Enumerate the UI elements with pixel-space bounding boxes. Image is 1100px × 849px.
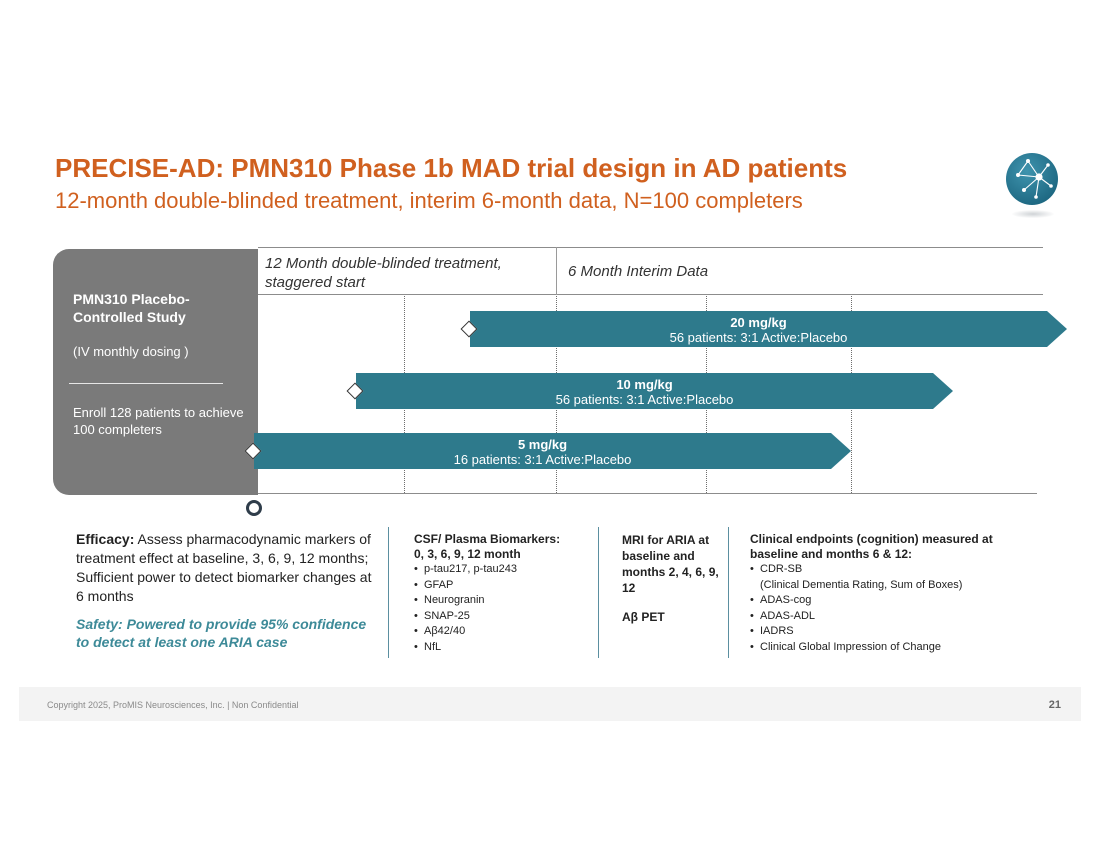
list-item: Aβ42/40 <box>414 624 589 640</box>
phase-divider <box>556 247 557 295</box>
safety-text: Safety: Powered to provide 95% confidenc… <box>76 616 367 650</box>
arm-20mg-dose: 20 mg/kg <box>730 315 787 330</box>
clinical-list: CDR-SB (Clinical Dementia Rating, Sum of… <box>750 562 1040 655</box>
biomarkers-section: CSF/ Plasma Biomarkers: 0, 3, 6, 9, 12 m… <box>414 532 589 655</box>
list-item: p-tau217, p-tau243 <box>414 562 589 578</box>
efficacy-text: Efficacy: Assess pharmacodynamic markers… <box>76 530 372 606</box>
timeline-start-marker <box>246 500 262 516</box>
list-item: GFAP <box>414 578 589 594</box>
arm-5mg-bar: 5 mg/kg 16 patients: 3:1 Active:Placebo <box>254 433 851 469</box>
list-item: ADAS-ADL <box>750 609 1040 625</box>
biomarkers-timing: 0, 3, 6, 9, 12 month <box>414 547 521 561</box>
arm-20mg-bar: 20 mg/kg 56 patients: 3:1 Active:Placebo <box>470 311 1067 347</box>
mri-heading: MRI for ARIA at baseline and months 2, 4… <box>622 533 719 595</box>
efficacy-description: Assess pharmacodynamic markers of treatm… <box>76 531 372 604</box>
list-item: ADAS-cog <box>750 593 1040 609</box>
list-item: CDR-SB <box>750 562 1040 578</box>
study-dosing: (IV monthly dosing ) <box>73 344 189 359</box>
arm-10mg-patients: 56 patients: 3:1 Active:Placebo <box>555 392 734 407</box>
clinical-heading: Clinical endpoints (cognition) measured … <box>750 532 993 561</box>
arm-10mg-bar: 10 mg/kg 56 patients: 3:1 Active:Placebo <box>356 373 953 409</box>
copyright-text: Copyright 2025, ProMIS Neurosciences, In… <box>47 700 299 710</box>
page-subtitle: 12-month double-blinded treatment, inter… <box>55 188 803 213</box>
arm-10mg-dose: 10 mg/kg <box>616 377 673 392</box>
arm-5mg-patients: 16 patients: 3:1 Active:Placebo <box>453 452 632 467</box>
page-number: 21 <box>1048 699 1061 711</box>
column-divider-1 <box>388 527 389 658</box>
logo-shadow <box>1012 210 1054 218</box>
biomarkers-heading: CSF/ Plasma Biomarkers: <box>414 532 561 546</box>
timeline-top-line <box>258 247 1043 248</box>
footer: Copyright 2025, ProMIS Neurosciences, In… <box>19 687 1081 721</box>
timeline-bottom-line <box>258 493 1037 494</box>
list-item: Clinical Global Impression of Change <box>750 640 1040 656</box>
efficacy-label: Efficacy: <box>76 531 135 547</box>
column-divider-2 <box>598 527 599 658</box>
phase-treatment-label: 12 Month double-blinded treatment, stagg… <box>265 255 502 291</box>
list-item: NfL <box>414 640 589 656</box>
arm-5mg-dose: 5 mg/kg <box>517 437 568 452</box>
list-item: Neurogranin <box>414 593 589 609</box>
enroll-text: Enroll 128 patients to achieve 100 compl… <box>73 405 244 437</box>
list-item: SNAP-25 <box>414 609 589 625</box>
timeline-header-line <box>258 294 1043 295</box>
arm-20mg-patients: 56 patients: 3:1 Active:Placebo <box>669 330 848 345</box>
study-divider <box>69 383 223 384</box>
study-title: PMN310 Placebo-Controlled Study <box>73 291 190 325</box>
biomarkers-list: p-tau217, p-tau243 GFAP Neurogranin SNAP… <box>414 562 589 655</box>
study-box: PMN310 Placebo-Controlled Study (IV mont… <box>53 249 258 495</box>
phase-interim-label: 6 Month Interim Data <box>568 263 709 280</box>
mri-section: MRI for ARIA at baseline and months 2, 4… <box>622 532 720 625</box>
list-item: IADRS <box>750 624 1040 640</box>
network-icon <box>1006 153 1058 205</box>
cdr-detail: (Clinical Dementia Rating, Sum of Boxes) <box>760 578 963 591</box>
page-title: PRECISE-AD: PMN310 Phase 1b MAD trial de… <box>55 153 848 183</box>
clinical-section: Clinical endpoints (cognition) measured … <box>750 532 1040 655</box>
column-divider-3 <box>728 527 729 658</box>
pet-label: Aβ PET <box>622 610 665 624</box>
